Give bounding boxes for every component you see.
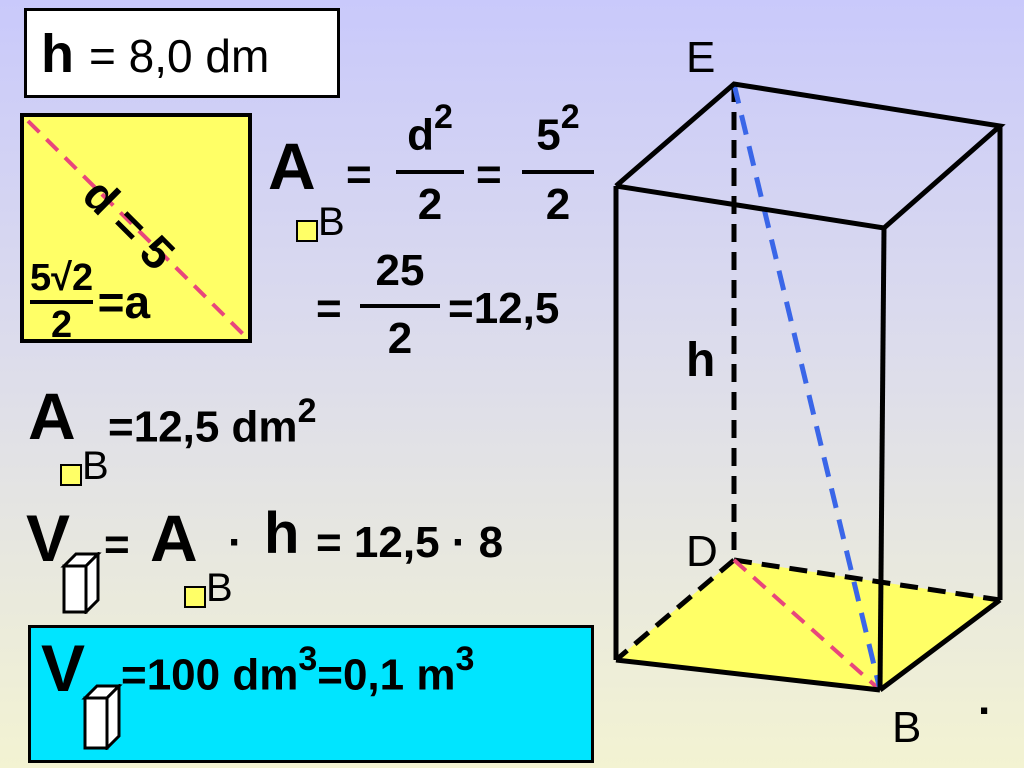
- height-value: = 8,0 dm: [89, 30, 270, 82]
- d-squared: d2: [396, 98, 464, 161]
- volume-result-text-1: =100 dm: [121, 650, 299, 700]
- top-face-edges: [614, 81, 1006, 231]
- volume-eq: =: [104, 520, 130, 569]
- volume-result-value: =100 dm3=0,1 m3: [121, 640, 474, 701]
- fraction-bar-2: [522, 170, 594, 174]
- area-sub-label: B: [318, 200, 345, 244]
- volume-area-symbol: A: [150, 501, 198, 575]
- height-var: h: [41, 24, 74, 84]
- d-var: d: [407, 110, 434, 160]
- hidden-edge-back-base: [733, 557, 1001, 603]
- prism-icon-1: [58, 550, 102, 619]
- area-result-subscript: B: [60, 444, 109, 489]
- height-box: h = 8,0 dm: [24, 8, 340, 98]
- volume-result-text-2: =0,1 m: [317, 650, 456, 700]
- five-squared: 52: [522, 98, 594, 161]
- area-value: =12,5: [448, 284, 560, 333]
- fraction-bar: [30, 300, 94, 304]
- height-label: h: [686, 334, 715, 387]
- five-exponent: 2: [560, 98, 580, 136]
- area-symbol: A: [268, 129, 316, 203]
- area-subscript: B: [296, 200, 345, 245]
- five-var: 5: [536, 110, 561, 160]
- volume-area-sub-label: B: [206, 566, 233, 610]
- prism-icon-2: [79, 682, 123, 755]
- area-eq-3: =: [316, 284, 342, 333]
- side-equals-a: =a: [97, 276, 151, 328]
- space-diagonal-eb: [731, 83, 883, 691]
- volume-h: h: [264, 501, 300, 566]
- prism-icon: [60, 550, 102, 616]
- area-den-3: 2: [387, 314, 413, 363]
- area-result-exp: 2: [297, 392, 317, 430]
- side-fraction: 5√2 2: [30, 257, 94, 347]
- side-numerator: 5√2: [30, 257, 94, 299]
- area-eq-2: =: [476, 150, 502, 199]
- edge-front-bottom: [615, 657, 881, 693]
- prism-icon: [81, 682, 123, 752]
- edge-front-right: [877, 227, 887, 691]
- square-icon: [296, 219, 318, 242]
- volume-symbol: V: [26, 501, 71, 575]
- volume-rhs: = 12,5 · 8: [316, 518, 504, 567]
- area-result-value: =12,5 dm2: [108, 392, 316, 453]
- area-den-2: 2: [545, 180, 571, 229]
- vertex-label-b: B: [892, 703, 921, 752]
- volume-result-exp-1: 3: [298, 640, 318, 678]
- volume-dot: ·: [228, 518, 243, 567]
- square-icon: [184, 585, 206, 608]
- fraction-bar-1: [396, 170, 464, 174]
- side-formula: 5√2 2 =a: [30, 257, 150, 347]
- prism-base-face: [616, 560, 1000, 690]
- volume-area-subscript: B: [184, 566, 233, 611]
- volume-result-exp-2: 3: [455, 640, 475, 678]
- stray-dot: .: [978, 675, 990, 724]
- vertex-label-e: E: [686, 33, 715, 82]
- prism-diagram: E D B h .: [613, 33, 1006, 752]
- area-result-sub-label: B: [82, 444, 109, 488]
- volume-result-box: V =100 dm3=0,1 m3: [28, 625, 594, 763]
- area-num-3: 25: [375, 246, 425, 295]
- base-square: d = 5 5√2 2 =a: [20, 113, 252, 346]
- square-icon: [60, 463, 82, 486]
- area-result-symbol: A: [28, 379, 76, 453]
- volume-result-symbol: V: [41, 631, 86, 705]
- side-denominator: 2: [50, 304, 73, 346]
- base-diagonal-db: [732, 558, 882, 692]
- area-result-text: =12,5 dm: [108, 402, 298, 452]
- fraction-bar-3: [360, 304, 440, 308]
- hidden-edge-left-base: [614, 558, 736, 662]
- vertex-label-d: D: [686, 527, 718, 576]
- area-den-1: 2: [417, 180, 443, 229]
- area-eq-1: =: [346, 150, 372, 199]
- d-exponent: 2: [433, 98, 453, 136]
- edge-right-bottom: [878, 598, 1002, 692]
